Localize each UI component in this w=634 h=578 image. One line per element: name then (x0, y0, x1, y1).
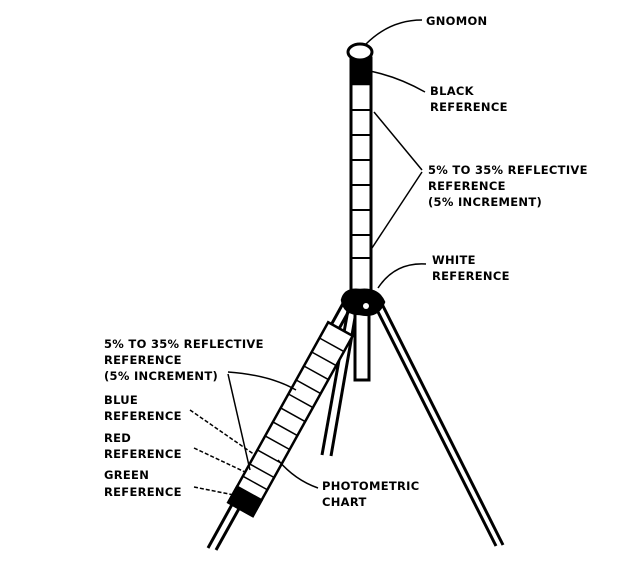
mast (349, 56, 373, 300)
label-chart-reflective-3: (5% INCREMENT) (104, 369, 218, 383)
label-green-reference-2: REFERENCE (104, 485, 182, 499)
label-mast-reflective-2: REFERENCE (428, 179, 506, 193)
tripod-head (340, 288, 386, 316)
labels: GNOMON BLACK REFERENCE 5% TO 35% REFLECT… (104, 14, 588, 509)
leader-lines (189, 19, 427, 496)
gnomon (346, 42, 374, 62)
label-mast-reflective-3: (5% INCREMENT) (428, 195, 542, 209)
label-white-reference-2: REFERENCE (432, 269, 510, 283)
label-photometric-chart-1: PHOTOMETRIC (322, 479, 419, 493)
label-blue-reference-2: REFERENCE (104, 409, 182, 423)
label-photometric-chart-2: CHART (322, 495, 367, 509)
right-leg (370, 299, 505, 547)
label-red-reference-1: RED (104, 431, 131, 445)
label-chart-reflective-2: REFERENCE (104, 353, 182, 367)
label-black-reference-1: BLACK (430, 84, 475, 98)
label-blue-reference-1: BLUE (104, 393, 138, 407)
tripod-drawing (189, 19, 505, 551)
label-gnomon: GNOMON (426, 14, 487, 28)
photometric-chart (226, 320, 355, 518)
label-red-reference-2: REFERENCE (104, 447, 182, 461)
label-chart-reflective-1: 5% TO 35% REFLECTIVE (104, 337, 264, 351)
label-green-reference-1: GREEN (104, 468, 149, 482)
label-mast-reflective-1: 5% TO 35% REFLECTIVE (428, 163, 588, 177)
label-black-reference-2: REFERENCE (430, 100, 508, 114)
label-white-reference-1: WHITE (432, 253, 476, 267)
